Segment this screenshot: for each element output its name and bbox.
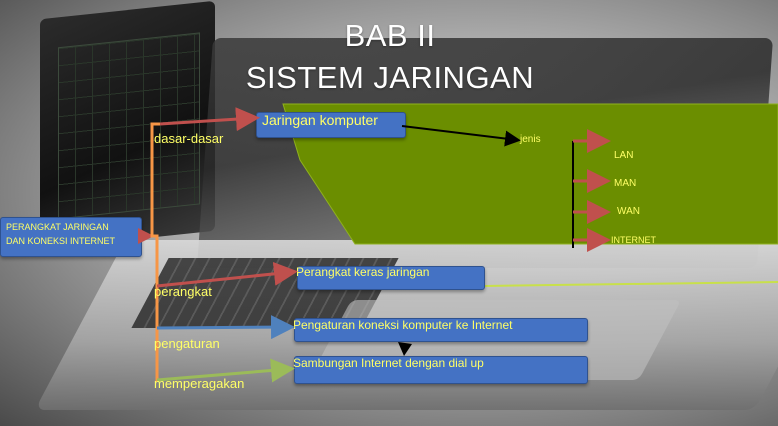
- label-jenis: jenis: [520, 134, 541, 145]
- label-dasar-dasar: dasar-dasar: [154, 131, 223, 146]
- jenis-item-internet: INTERNET: [611, 235, 656, 245]
- jenis-item-lan: LAN: [614, 150, 633, 161]
- jenis-item-wan: WAN: [617, 206, 640, 217]
- label-memperagakan: memperagakan: [154, 376, 244, 391]
- jenis-item-man: MAN: [614, 178, 636, 189]
- label-perangkat: perangkat: [154, 284, 212, 299]
- label-pengaturan: pengaturan: [154, 336, 220, 351]
